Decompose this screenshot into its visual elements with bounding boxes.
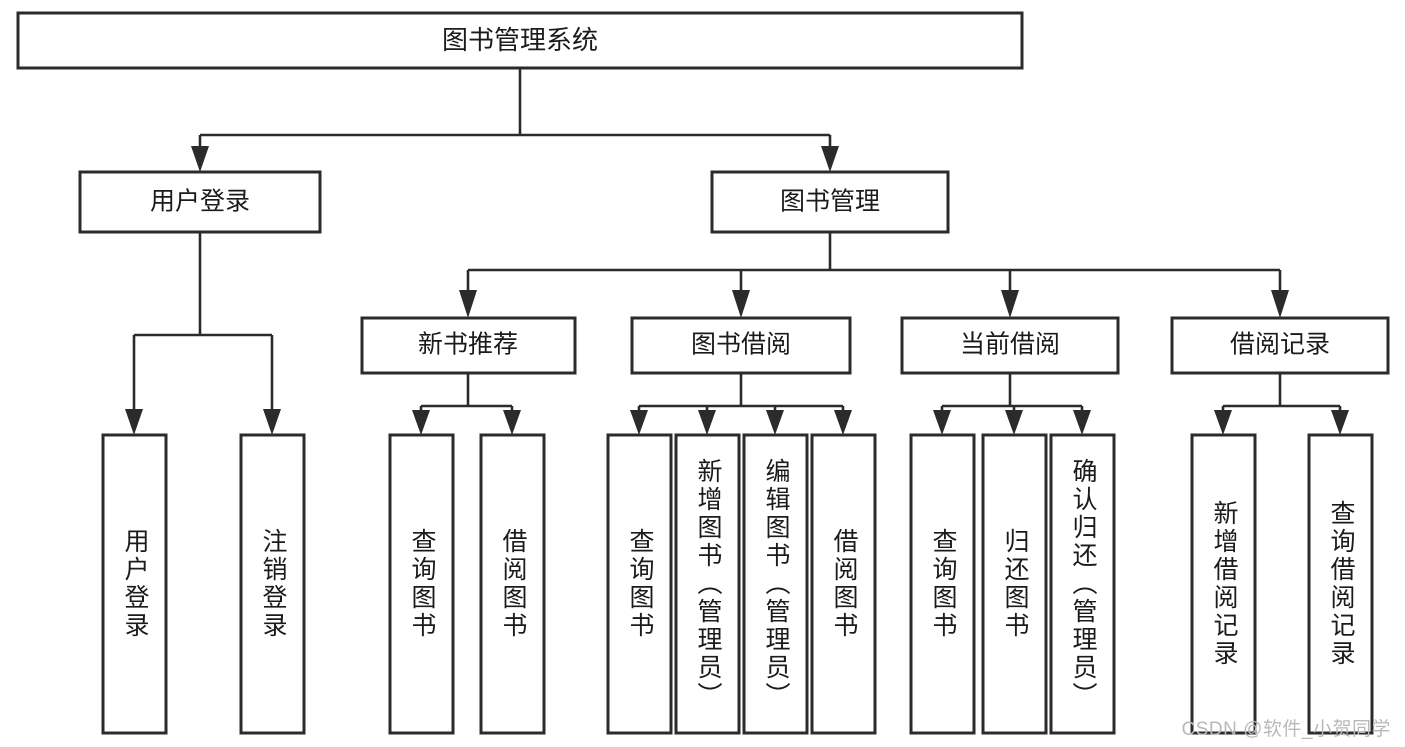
arrow-head-icon	[1331, 410, 1349, 435]
node-box[interactable]	[630, 316, 852, 375]
leaf-box-edit-book[interactable]	[742, 433, 809, 735]
arrow-head-icon	[503, 410, 521, 435]
node-label: 图书管理系统	[442, 25, 598, 55]
leaf-box-query-book-2[interactable]	[606, 433, 673, 735]
node-box[interactable]	[710, 170, 950, 234]
arrow-head-icon	[834, 410, 852, 435]
node-label: 借阅记录	[1230, 331, 1330, 359]
node-box[interactable]	[360, 316, 577, 375]
node-box[interactable]	[1170, 316, 1390, 375]
node-new-book-recommend[interactable]: 新书推荐	[360, 316, 577, 375]
node-box[interactable]	[16, 11, 1024, 70]
connector-newbook-to-leaves	[412, 373, 521, 435]
arrow-head-icon	[125, 409, 143, 435]
leaf-box-confirm-return[interactable]	[1049, 433, 1116, 735]
leaf-box-query-record[interactable]	[1307, 433, 1374, 735]
node-box[interactable]	[900, 316, 1120, 375]
node-root[interactable]: 图书管理系统	[16, 11, 1024, 70]
arrow-head-icon	[933, 410, 951, 435]
leaf-box-query-book-1[interactable]	[388, 433, 455, 735]
arrow-head-icon	[263, 409, 281, 435]
node-current-borrow[interactable]: 当前借阅	[900, 316, 1120, 375]
connector-current-to-leaves	[933, 373, 1091, 435]
arrow-head-icon	[630, 410, 648, 435]
leaf-box-return-book[interactable]	[981, 433, 1048, 735]
arrow-head-icon	[459, 290, 477, 318]
arrow-head-icon	[1214, 410, 1232, 435]
connector-records-to-leaves	[1214, 373, 1349, 435]
arrow-head-icon	[412, 410, 430, 435]
leaf-box-user-login[interactable]	[101, 433, 168, 735]
node-box[interactable]	[78, 170, 322, 234]
connector-borrow-to-leaves	[630, 373, 852, 435]
leaf-box-logout[interactable]	[239, 433, 306, 735]
leaf-box-borrow-book-1[interactable]	[479, 433, 546, 735]
node-label: 新书推荐	[418, 331, 518, 359]
connector-bookmgmt-to-level3	[459, 232, 1289, 318]
connector-userlogin-to-leaves	[125, 232, 281, 435]
leaf-box-add-book[interactable]	[674, 433, 741, 735]
leaf-box-add-record[interactable]	[1190, 433, 1257, 735]
arrow-head-icon	[698, 410, 716, 435]
arrow-head-icon	[1005, 410, 1023, 435]
connector-root-to-level2	[191, 68, 839, 172]
watermark-text: CSDN @软件_小贺同学	[1181, 719, 1391, 740]
arrow-head-icon	[766, 410, 784, 435]
arrow-head-icon	[1001, 290, 1019, 318]
leaf-box-query-book-3[interactable]	[909, 433, 976, 735]
node-book-management[interactable]: 图书管理	[710, 170, 950, 234]
node-book-borrow[interactable]: 图书借阅	[630, 316, 852, 375]
node-user-login[interactable]: 用户登录	[78, 170, 322, 234]
leaf-box-borrow-book-2[interactable]	[810, 433, 877, 735]
node-label: 当前借阅	[960, 331, 1060, 359]
node-borrow-records[interactable]: 借阅记录	[1170, 316, 1390, 375]
arrow-head-icon	[1073, 410, 1091, 435]
node-label: 图书管理	[780, 188, 880, 216]
arrow-head-icon	[821, 146, 839, 172]
node-label: 图书借阅	[691, 331, 791, 359]
node-label: 用户登录	[150, 188, 250, 216]
arrow-head-icon	[732, 290, 750, 318]
arrow-head-icon	[191, 146, 209, 172]
arrow-head-icon	[1271, 290, 1289, 318]
leaf-boxes	[101, 433, 1374, 735]
